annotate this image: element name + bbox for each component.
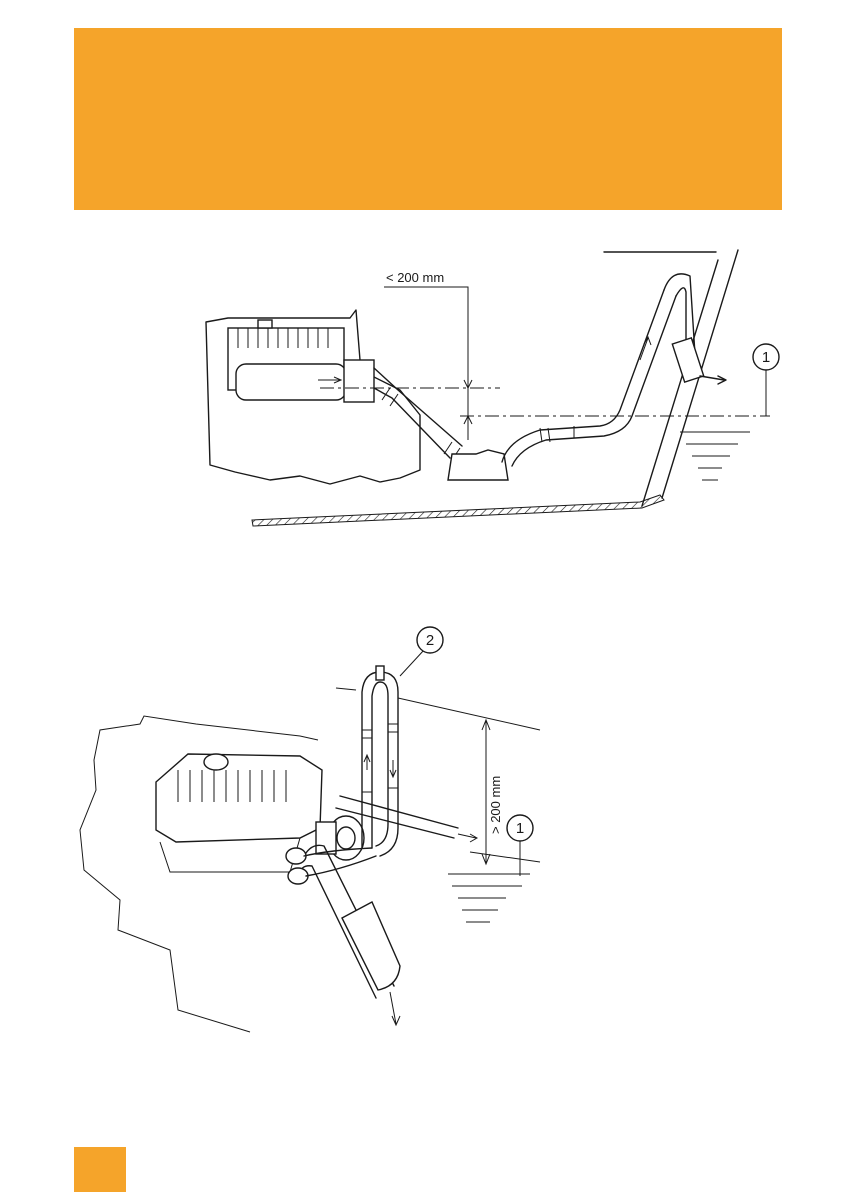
water-level-marks — [448, 874, 530, 922]
water-level-marks — [680, 432, 750, 480]
outlet-arrow — [700, 376, 726, 384]
dimension-label: > 200 mm — [488, 776, 503, 834]
exhaust-manifold — [236, 364, 346, 400]
engine-block — [156, 754, 322, 842]
callout-2: 2 — [426, 632, 434, 649]
hull-bottom — [252, 495, 664, 526]
callout-1: 1 — [762, 349, 770, 366]
exhaust-hose-2 — [502, 290, 676, 466]
reference-line-top — [398, 698, 540, 730]
dimension-label: < 200 mm — [386, 270, 444, 285]
header-band — [74, 28, 782, 210]
page-tab — [74, 1147, 126, 1192]
waterlock — [448, 450, 508, 480]
reference-line-waterline — [470, 852, 540, 862]
dimension-leader — [384, 287, 468, 440]
exhaust-diagram-top: < 200 mm 1 — [0, 240, 851, 540]
callout-1: 1 — [516, 820, 524, 837]
exhaust-diagram-bottom: > 200 mm 2 1 — [0, 620, 851, 1040]
